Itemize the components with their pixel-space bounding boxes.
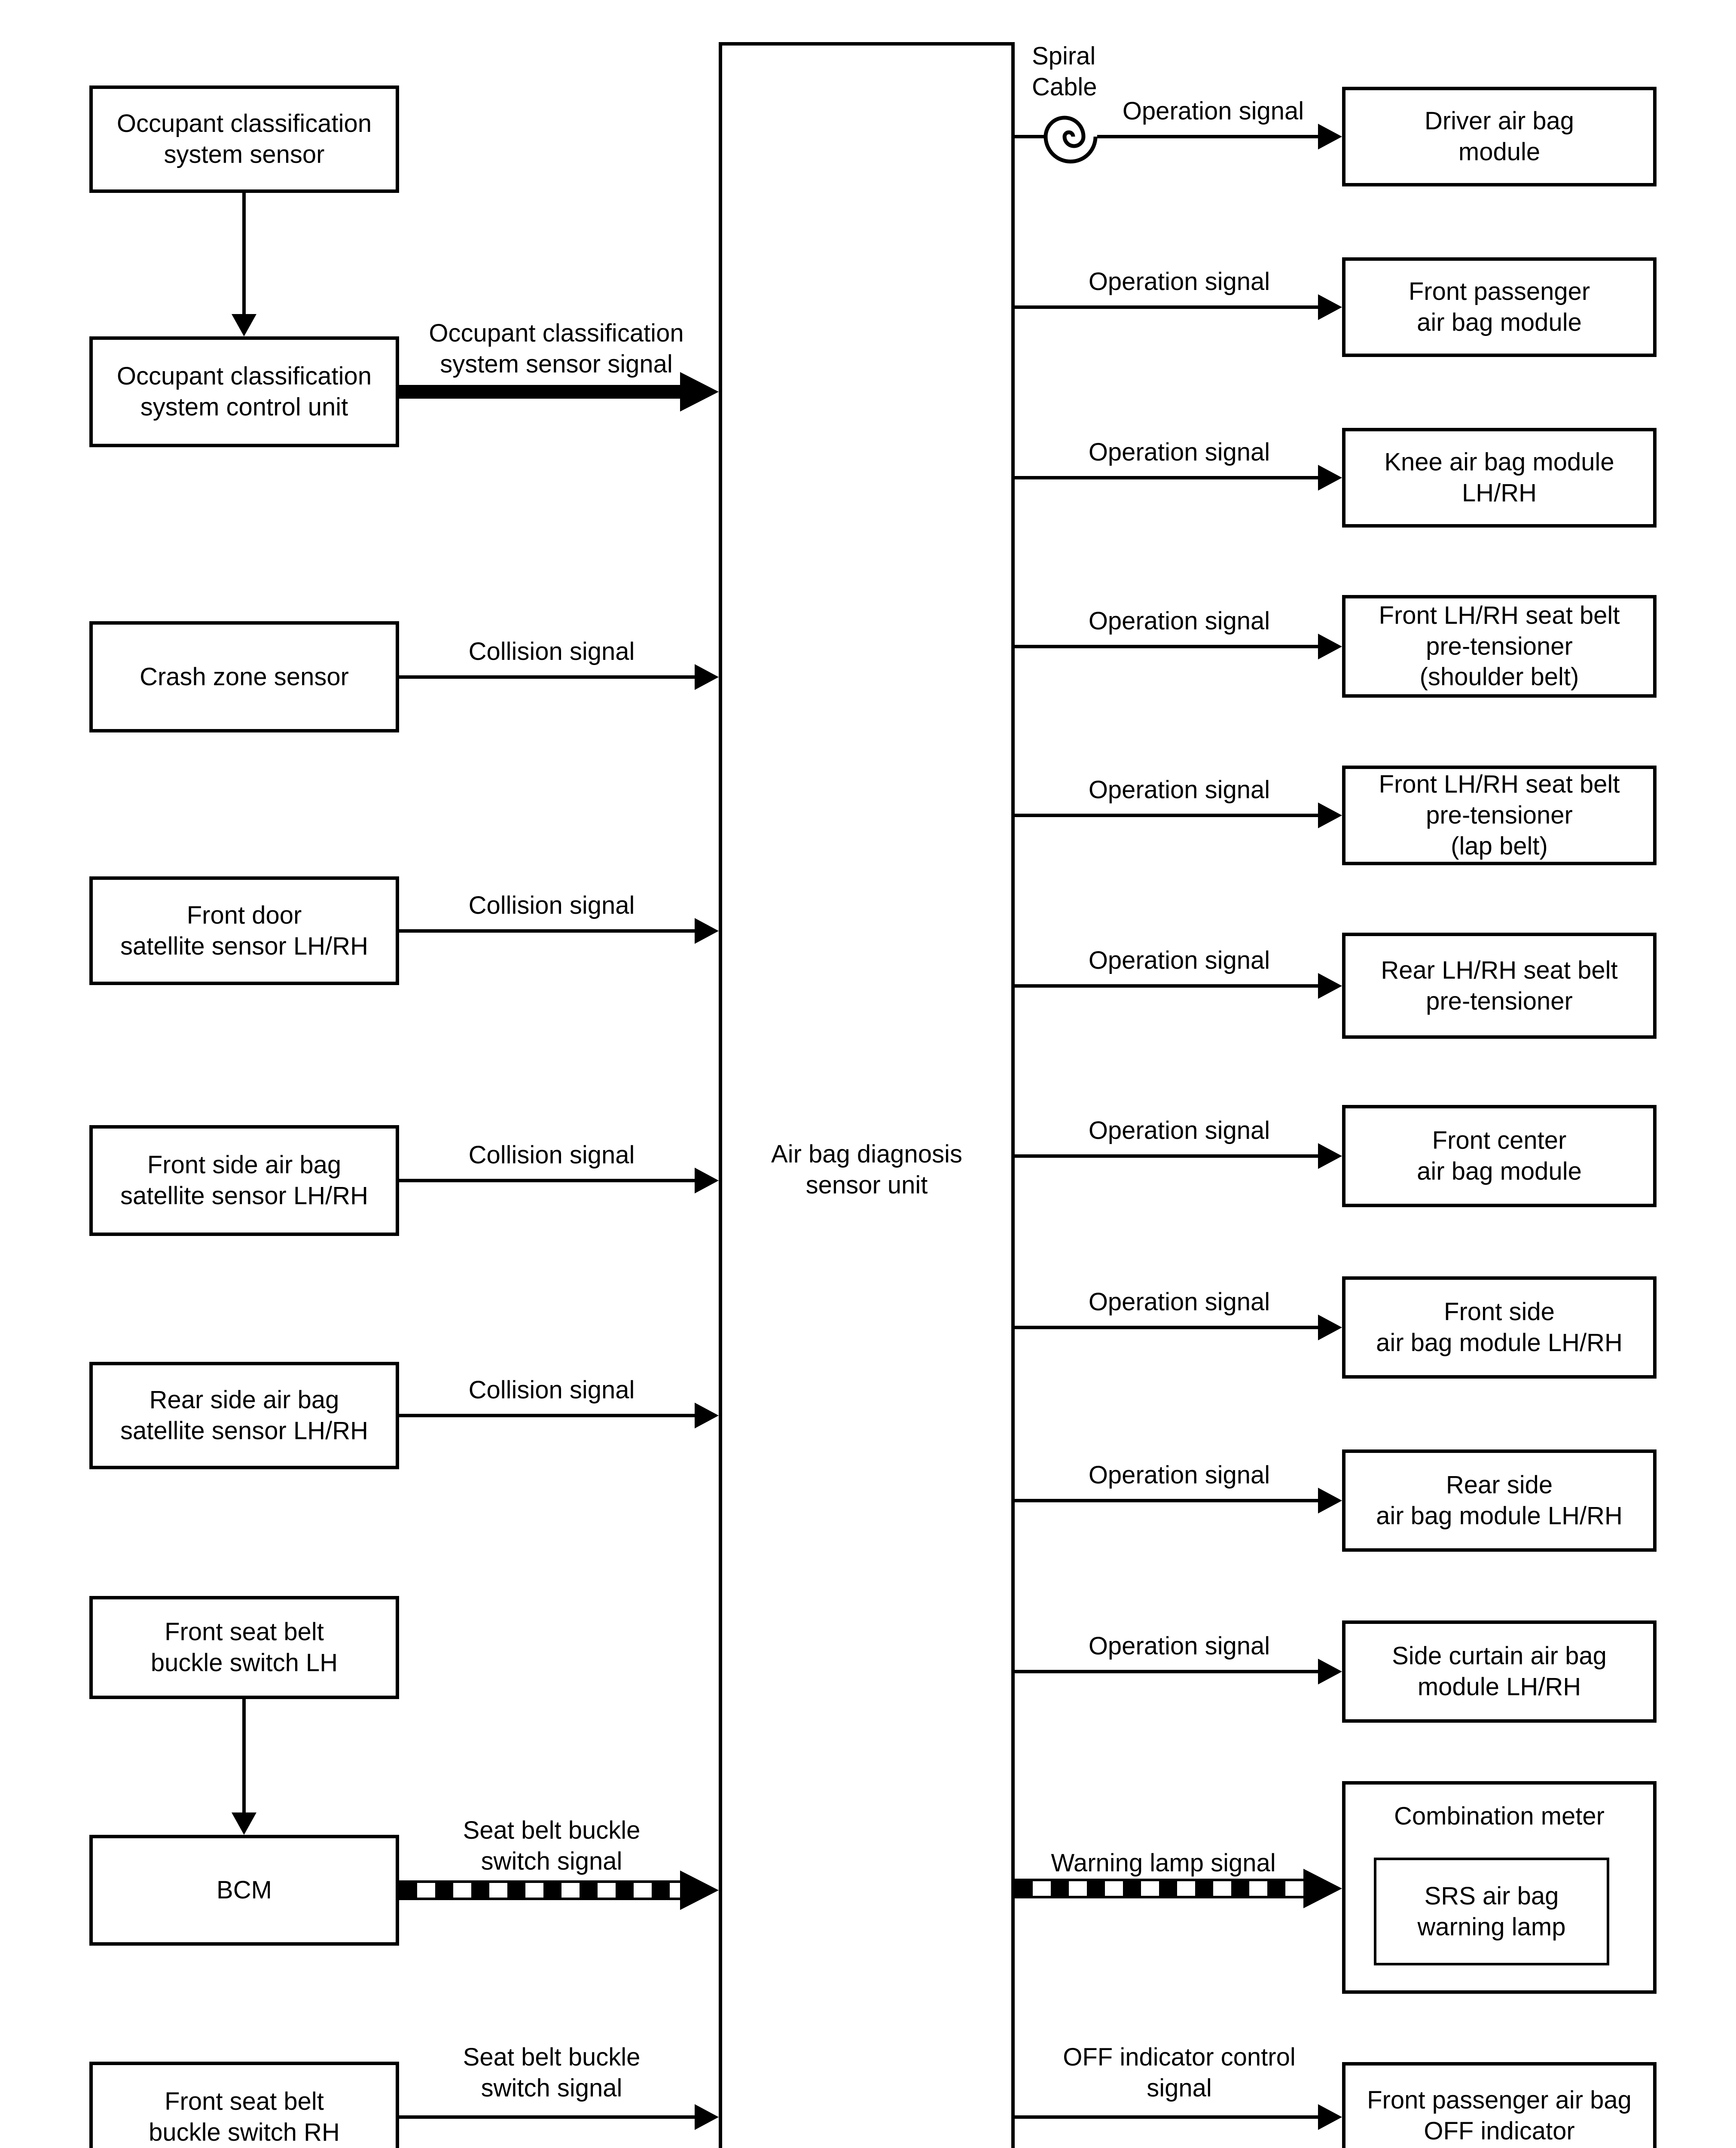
label-operation-signal-front-side: Operation signal	[1088, 1288, 1270, 1316]
label-operation-signal-knee: Operation signal	[1088, 438, 1270, 466]
label-spiral-cable: Spiral Cable	[1032, 42, 1097, 101]
air-bag-diagnosis-sensor-unit-label: Air bag diagnosis sensor unit	[771, 1140, 962, 1199]
box-rear-seat-belt-pre-tensioner: Rear LH/RH seat belt pre-tensioner	[1342, 933, 1657, 1039]
box-front-side-air-bag-satellite-sensor: Front side air bag satellite sensor LH/R…	[89, 1125, 399, 1236]
label-belt-buckle-signal-bcm: Seat belt buckle switch signal	[463, 1816, 641, 1875]
box-front-side-air-bag-module: Front side air bag module LH/RH	[1342, 1276, 1657, 1379]
box-front-seat-belt-pre-tensioner-lap: Front LH/RH seat belt pre-tensioner (lap…	[1342, 766, 1657, 865]
label-off-indicator-control-signal: OFF indicator control signal	[1063, 2043, 1296, 2102]
box-srs-air-bag-warning-lamp: SRS air bag warning lamp	[1374, 1858, 1609, 1965]
label-operation-signal-rear-side: Operation signal	[1088, 1461, 1270, 1489]
box-front-seat-belt-pre-tensioner-shoulder: Front LH/RH seat belt pre-tensioner (sho…	[1342, 595, 1657, 698]
box-occupant-classification-system-control-unit: Occupant classification system control u…	[89, 336, 399, 447]
label-operation-signal-front-passenger: Operation signal	[1088, 268, 1270, 296]
label-warning-lamp-signal: Warning lamp signal	[1051, 1849, 1276, 1877]
box-rear-side-air-bag-satellite-sensor: Rear side air bag satellite sensor LH/RH	[89, 1362, 399, 1469]
label-operation-signal-rear-pretensioner: Operation signal	[1088, 946, 1270, 974]
box-front-door-satellite-sensor: Front door satellite sensor LH/RH	[89, 876, 399, 985]
label-operation-signal-front-center: Operation signal	[1088, 1117, 1270, 1144]
label-belt-buckle-signal-rh: Seat belt buckle switch signal	[463, 2043, 641, 2102]
box-crash-zone-sensor: Crash zone sensor	[89, 621, 399, 732]
box-front-seat-belt-buckle-switch-lh: Front seat belt buckle switch LH	[89, 1596, 399, 1699]
label-collision-signal-crash-zone: Collision signal	[468, 638, 635, 665]
spiral-cable-icon	[1043, 110, 1098, 164]
label-operation-signal-shoulder: Operation signal	[1088, 607, 1270, 635]
box-occupant-classification-system-sensor: Occupant classification system sensor	[89, 85, 399, 193]
label-collision-signal-rear-side: Collision signal	[468, 1376, 635, 1404]
box-front-center-air-bag-module: Front center air bag module	[1342, 1105, 1657, 1207]
box-driver-air-bag-module: Driver air bag module	[1342, 87, 1657, 186]
box-side-curtain-air-bag-module: Side curtain air bag module LH/RH	[1342, 1620, 1657, 1723]
label-ocs-sensor-signal: Occupant classification system sensor si…	[429, 319, 684, 378]
label-operation-signal-lap: Operation signal	[1088, 776, 1270, 804]
box-knee-air-bag-module: Knee air bag module LH/RH	[1342, 428, 1657, 528]
box-front-passenger-air-bag-off-indicator: Front passenger air bag OFF indicator	[1342, 2062, 1657, 2148]
label-collision-signal-front-side: Collision signal	[468, 1141, 635, 1169]
box-rear-side-air-bag-module: Rear side air bag module LH/RH	[1342, 1449, 1657, 1552]
label-operation-signal-side-curtain: Operation signal	[1088, 1632, 1270, 1660]
box-front-seat-belt-buckle-switch-rh: Front seat belt buckle switch RH	[89, 2062, 399, 2148]
label-collision-signal-front-door: Collision signal	[468, 891, 635, 919]
combination-meter-label: Combination meter	[1394, 1802, 1605, 1830]
box-front-passenger-air-bag-module: Front passenger air bag module	[1342, 257, 1657, 357]
box-combination-meter: Combination meter SRS air bag warning la…	[1342, 1781, 1657, 1994]
box-air-bag-diagnosis-sensor-unit: Air bag diagnosis sensor unit	[719, 42, 1015, 2148]
label-operation-signal-driver: Operation signal	[1122, 97, 1304, 125]
box-bcm: BCM	[89, 1835, 399, 1946]
